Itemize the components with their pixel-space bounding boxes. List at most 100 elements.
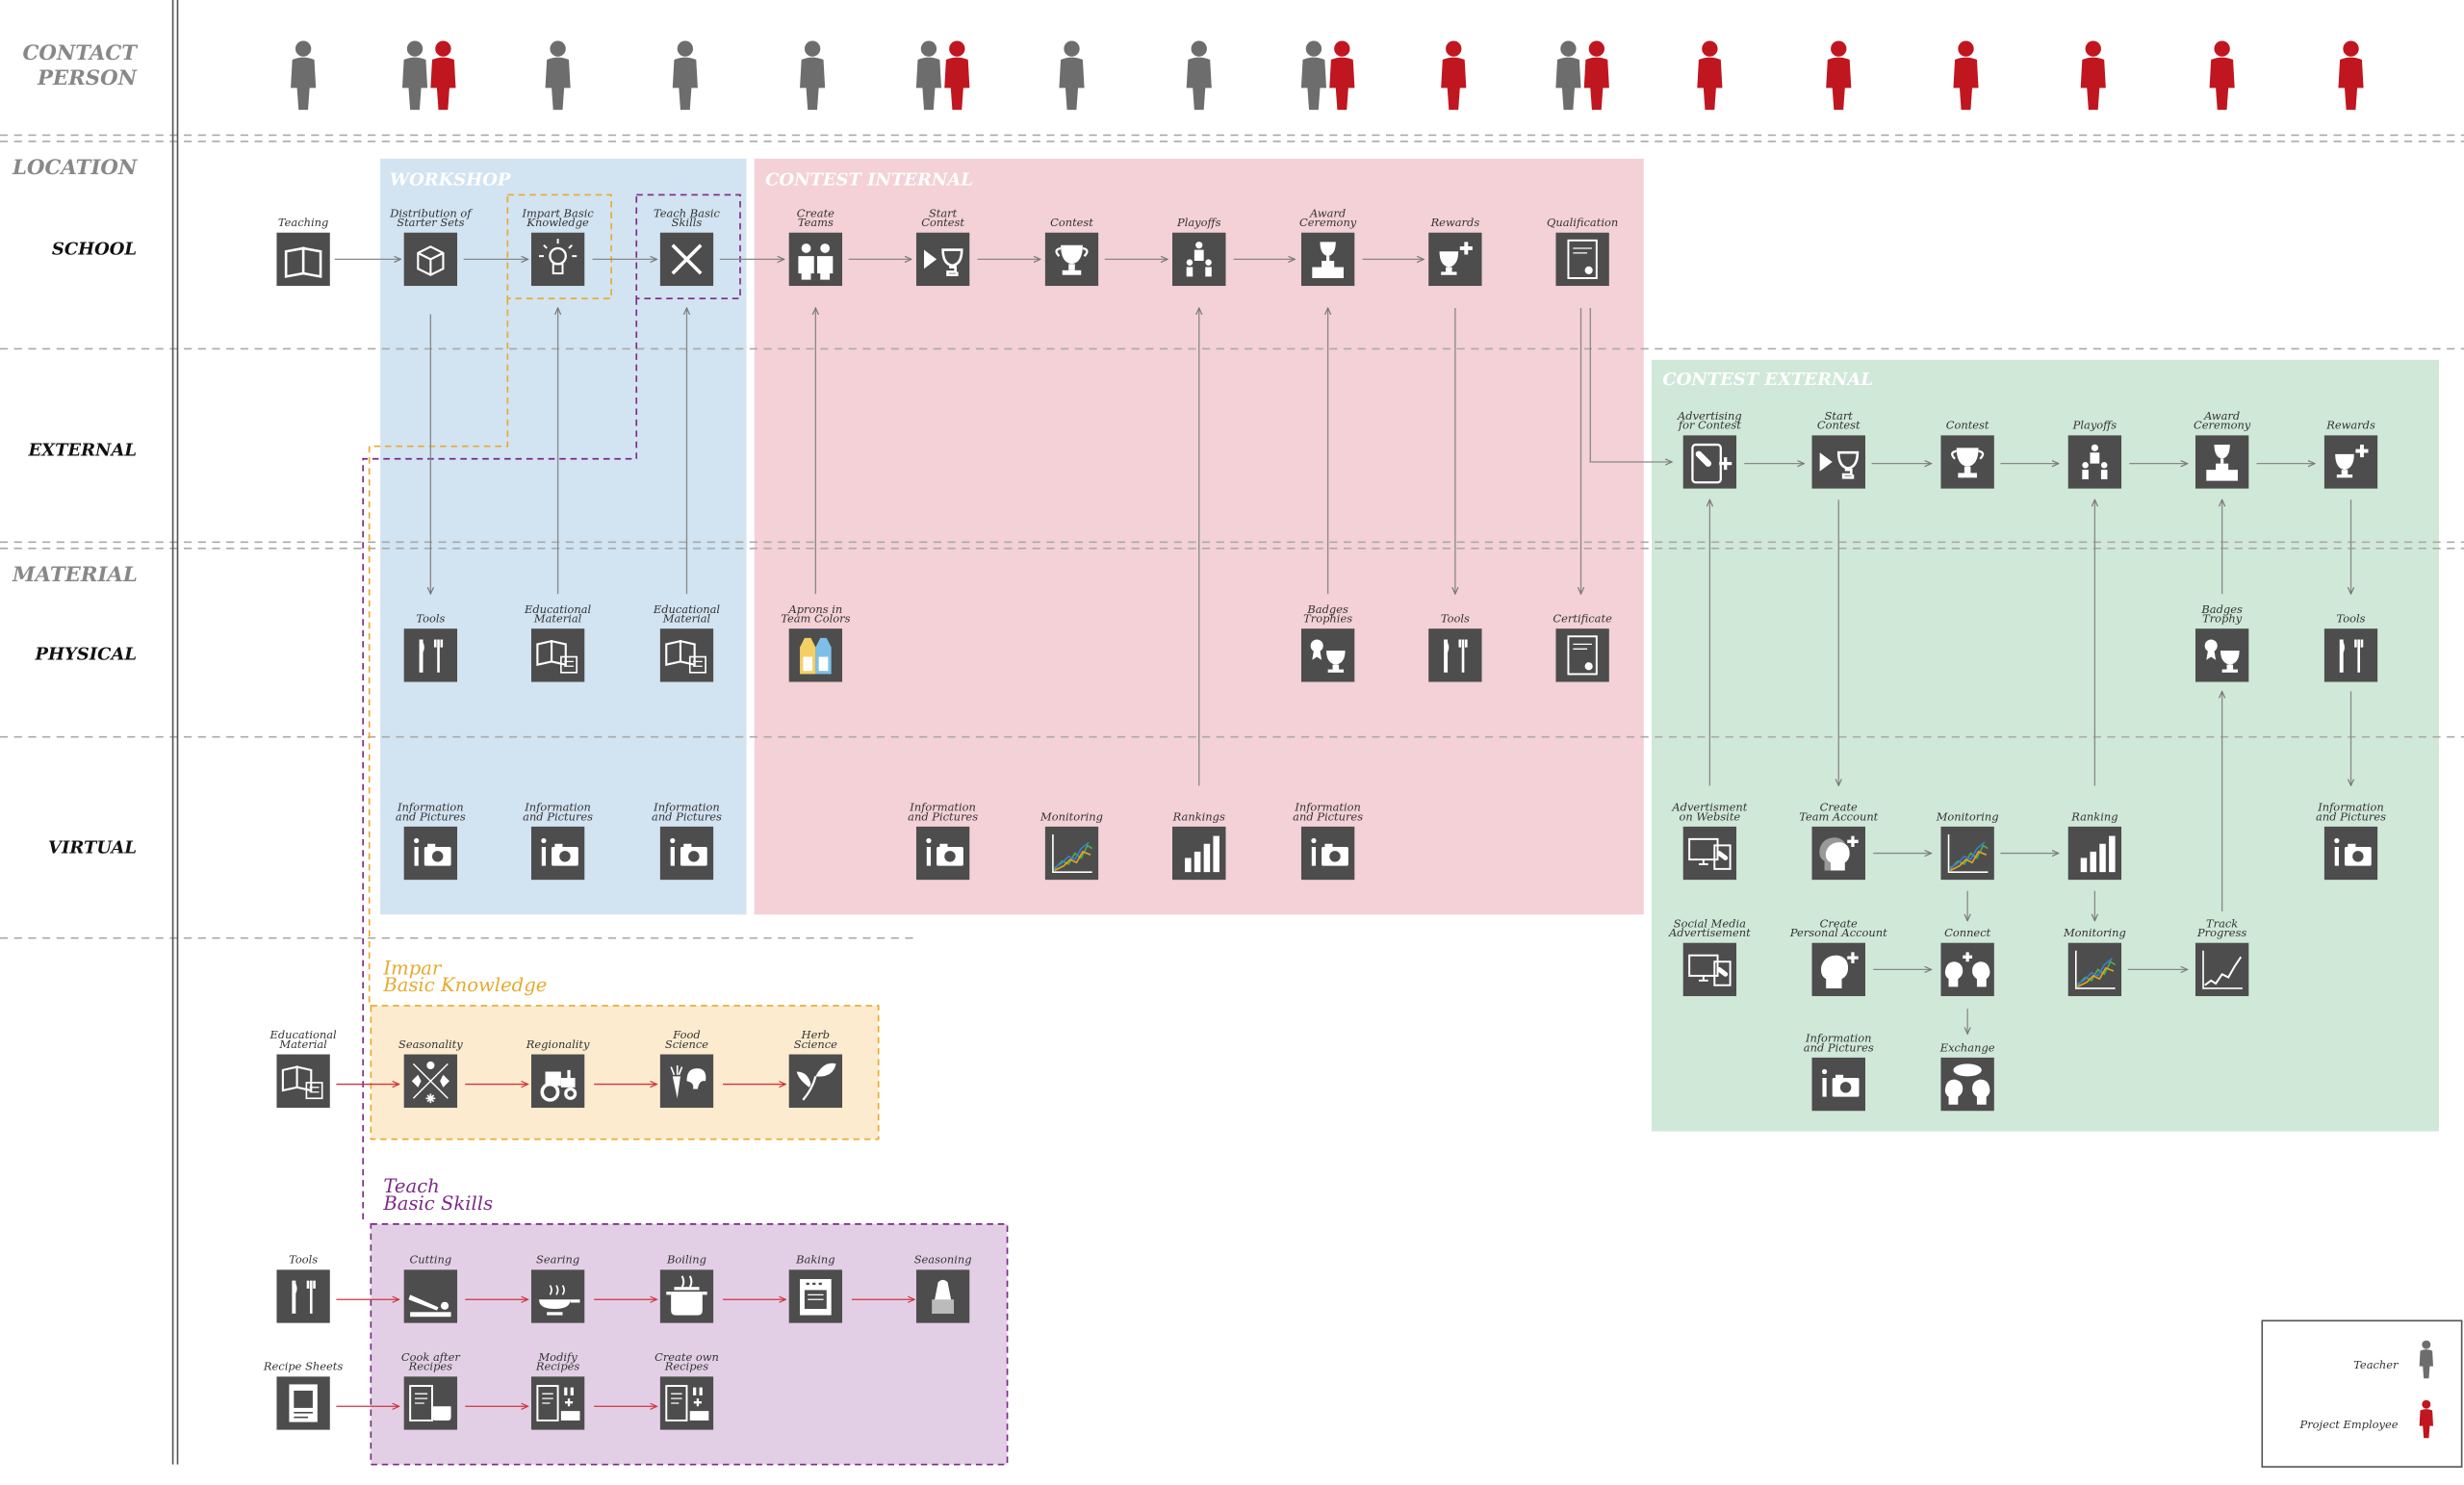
- boiling-icon: [659, 1269, 714, 1323]
- node-label: Create Team Account: [1799, 801, 1879, 824]
- teacher-person-icon: [800, 40, 826, 111]
- zone-title-impart: Impar Basic Knowledge: [383, 957, 548, 997]
- recipe-modify-icon: [530, 1376, 585, 1430]
- process-node: Searing: [495, 1234, 621, 1325]
- herb-icon: [788, 1054, 843, 1109]
- process-node: Information and Pictures: [495, 790, 621, 882]
- recipe-pot-icon: [403, 1376, 458, 1430]
- teacher-person-icon: [1059, 40, 1085, 111]
- contact-person-group: [1826, 40, 1852, 111]
- certificate-icon: [1555, 628, 1609, 682]
- process-node: Create Team Account: [1776, 790, 1902, 882]
- node-label: Information and Pictures: [1803, 1032, 1874, 1055]
- node-label: Impart Basic Knowledge: [522, 207, 594, 230]
- playoffs-icon: [2067, 435, 2122, 489]
- process-node: Educational Material: [241, 1018, 367, 1110]
- node-label: Tools: [416, 612, 446, 626]
- node-label: Teach Basic Skills: [654, 207, 720, 230]
- node-label: Information and Pictures: [2316, 801, 2386, 824]
- info-camera-icon: [2323, 826, 2378, 881]
- play-trophy-icon: [915, 232, 970, 287]
- row-label-virtual: VIRTUAL: [48, 837, 138, 858]
- contact-person-group: [2080, 40, 2106, 111]
- node-label: Create own Recipes: [654, 1351, 719, 1373]
- process-node: Monitoring: [1009, 790, 1135, 882]
- process-node: Social Media Advertisement: [1647, 907, 1773, 998]
- zone-title-workshop: WORKSHOP: [389, 169, 511, 191]
- node-label: Qualification: [1547, 217, 1619, 230]
- node-label: Distribution of Starter Sets: [390, 207, 472, 230]
- node-label: Start Contest: [1816, 410, 1861, 432]
- node-label: Playoffs: [1177, 217, 1221, 230]
- info-camera-icon: [659, 826, 714, 881]
- track-icon: [2194, 942, 2249, 997]
- node-label: Rewards: [1430, 217, 1480, 230]
- node-label: Certificate: [1553, 612, 1612, 626]
- node-label: Cook after Recipes: [400, 1351, 460, 1373]
- website-ad-icon: [1682, 942, 1737, 997]
- employee-person-icon: [1826, 40, 1852, 111]
- process-node: Advertising for Contest: [1647, 399, 1773, 491]
- process-node: Rewards: [2288, 399, 2414, 491]
- node-label: Aprons in Team Colors: [781, 602, 851, 626]
- teacher-person-icon: [291, 40, 317, 111]
- employee-person-icon: [1697, 40, 1723, 111]
- process-node: Contest: [1905, 399, 2031, 491]
- teacher-person-icon: [1300, 40, 1326, 111]
- process-node: Distribution of Starter Sets: [368, 196, 494, 288]
- contact-person-group: [672, 40, 698, 111]
- node-label: Information and Pictures: [523, 801, 594, 824]
- header-contact-person: CONTACT PERSON: [22, 42, 138, 91]
- node-label: Advertisment on Website: [1672, 801, 1748, 824]
- process-node: Contest: [1009, 196, 1135, 288]
- process-node: Create own Recipes: [624, 1341, 750, 1432]
- zone-title-contest-internal: CONTEST INTERNAL: [765, 169, 973, 191]
- node-label: Tools: [2336, 612, 2366, 626]
- process-node: Boiling: [624, 1234, 750, 1325]
- legend-box: Teacher Project Employee: [2261, 1319, 2463, 1468]
- node-label: Social Media Advertisement: [1669, 917, 1751, 940]
- process-node: Teaching: [241, 196, 367, 288]
- node-label: Contest: [1945, 419, 1989, 432]
- playoffs-icon: [1171, 232, 1226, 287]
- employee-person-icon: [2209, 40, 2235, 111]
- connect-icon: [1940, 942, 1994, 997]
- process-node: Seasonality: [368, 1018, 494, 1110]
- contact-person-group: [1555, 40, 1609, 111]
- website-ad-icon: [1682, 826, 1737, 881]
- process-node: Badges Trophy: [2159, 593, 2285, 684]
- contact-person-group: [2209, 40, 2235, 111]
- teacher-person-icon: [1186, 40, 1212, 111]
- recipe-icon: [276, 1376, 330, 1430]
- node-label: Educational Material: [524, 602, 592, 626]
- process-node: Information and Pictures: [2288, 790, 2414, 882]
- process-node: Educational Material: [495, 593, 621, 684]
- monitoring-icon: [2067, 942, 2122, 997]
- ranking-icon: [1171, 826, 1226, 881]
- legend-teacher-person-icon: [2419, 1340, 2433, 1379]
- node-label: Educational Material: [653, 602, 721, 626]
- recipe-modify-icon: [659, 1376, 714, 1430]
- book-icon: [276, 232, 330, 287]
- node-label: Teaching: [277, 217, 329, 230]
- knife-fork-icon: [659, 232, 714, 287]
- employee-person-icon: [1441, 40, 1467, 111]
- process-node: Information and Pictures: [368, 790, 494, 882]
- trophy-icon: [1044, 232, 1099, 287]
- searing-icon: [530, 1269, 585, 1323]
- info-camera-icon: [915, 826, 970, 881]
- row-label-school: SCHOOL: [51, 239, 138, 260]
- edu-material-icon: [659, 628, 714, 682]
- contact-person-group: [401, 40, 456, 111]
- process-node: Educational Material: [624, 593, 750, 684]
- exchange-icon: [1940, 1057, 1994, 1112]
- node-label: Create Teams: [796, 207, 834, 230]
- node-label: Award Ceremony: [1298, 207, 1357, 230]
- info-camera-icon: [1300, 826, 1355, 881]
- node-label: Advertising for Contest: [1678, 410, 1742, 432]
- node-label: Connect: [1944, 927, 1991, 940]
- node-label: Food Science: [664, 1029, 709, 1052]
- advertising-icon: [1682, 435, 1737, 489]
